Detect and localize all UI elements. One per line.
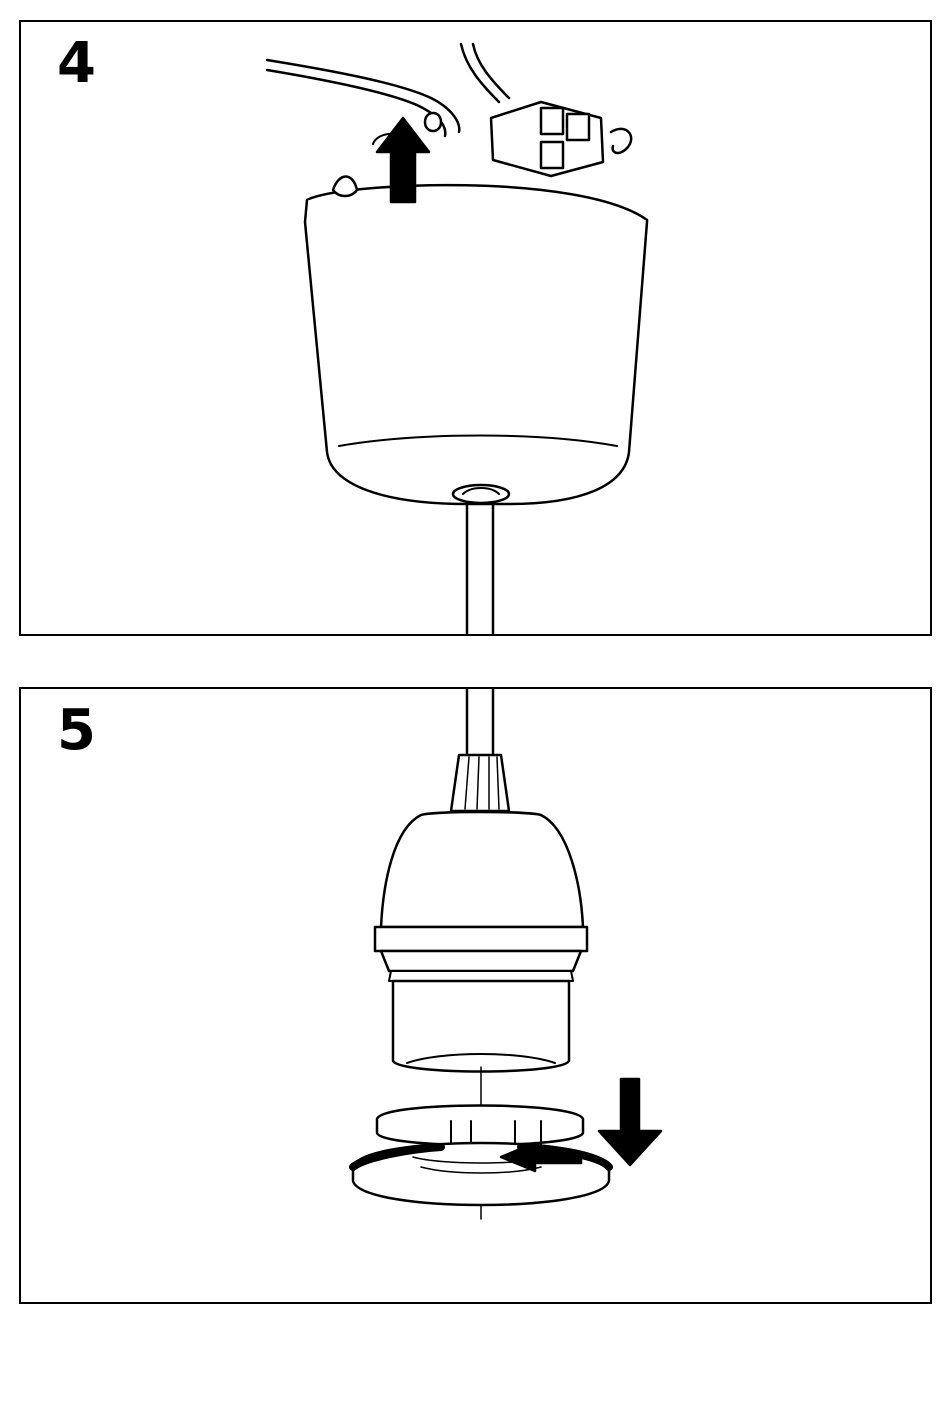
ceiling-cup xyxy=(305,200,647,504)
lampholder-body xyxy=(381,812,583,927)
threaded-sleeve xyxy=(393,981,569,1072)
terminal-connector xyxy=(491,102,631,176)
arrow-down-icon xyxy=(599,1079,661,1165)
strain-relief xyxy=(451,755,509,811)
step-5-illustration xyxy=(21,689,932,1304)
shade-ring-top xyxy=(377,1106,583,1146)
step-4-illustration xyxy=(21,22,932,636)
pendant-cord xyxy=(467,502,493,636)
lampholder-collar xyxy=(375,927,587,951)
supply-cable xyxy=(461,44,509,102)
pendant-cord xyxy=(467,689,493,755)
arrow-up-icon xyxy=(377,118,429,202)
ceiling-hook xyxy=(425,113,441,131)
step-4-panel: 4 xyxy=(19,20,932,636)
step-5-panel: 5 xyxy=(19,687,932,1304)
